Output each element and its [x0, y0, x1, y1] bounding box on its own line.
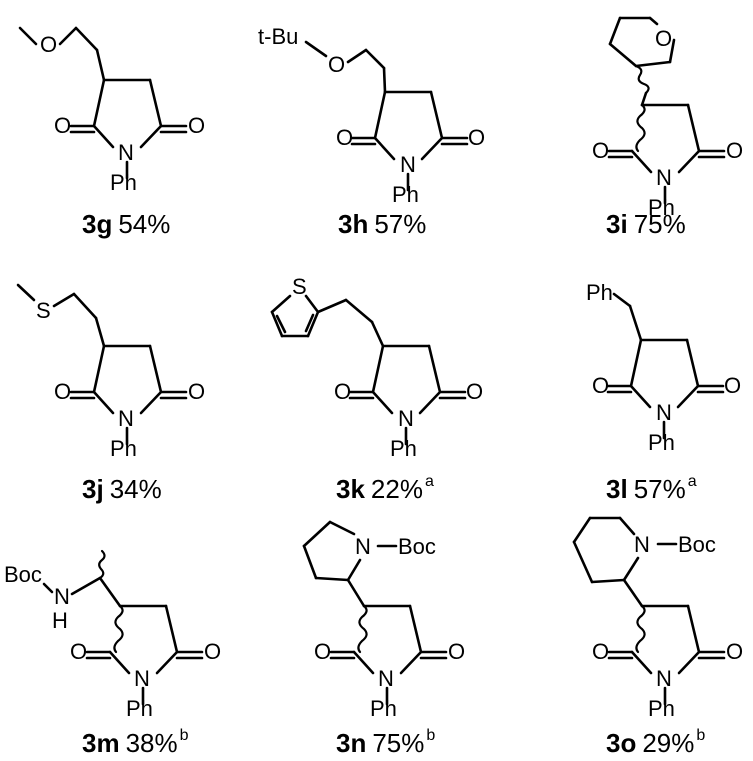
oxygen-atom: O	[726, 138, 743, 163]
sulfur-atom: S	[292, 274, 307, 299]
oxygen-atom: O	[468, 125, 485, 150]
oxygen-atom: O	[592, 373, 609, 398]
oxygen-atom: O	[54, 379, 71, 404]
phenyl-label: Ph	[110, 436, 137, 461]
nitrogen-atom: N	[656, 165, 672, 190]
boc-label: Boc	[4, 562, 42, 587]
oxygen-atom: O	[188, 379, 205, 404]
oxygen-atom: O	[188, 113, 205, 138]
nitrogen-atom: N	[355, 534, 371, 559]
boc-label: Boc	[398, 534, 436, 559]
oxygen-atom: O	[54, 113, 71, 138]
oxygen-atom: O	[70, 639, 87, 664]
oxygen-atom: O	[204, 639, 221, 664]
oxygen-atom: O	[328, 52, 345, 77]
oxygen-atom: O	[448, 639, 465, 664]
phenyl-label: Ph	[586, 280, 613, 305]
oxygen-atom: O	[726, 639, 743, 664]
oxygen-atom: O	[40, 32, 57, 57]
nitrogen-atom: N	[134, 666, 150, 691]
phenyl-label: Ph	[126, 696, 153, 721]
phenyl-label: Ph	[390, 436, 417, 461]
phenyl-label: Ph	[370, 696, 397, 721]
oxygen-atom: O	[334, 379, 351, 404]
phenyl-label: Ph	[648, 696, 675, 721]
tert-butyl-label: t-Bu	[258, 24, 298, 49]
oxygen-atom: O	[336, 125, 353, 150]
phenyl-label: Ph	[392, 182, 419, 207]
phenyl-label: Ph	[648, 430, 675, 455]
oxygen-atom: O	[592, 138, 609, 163]
phenyl-label: Ph	[110, 170, 137, 195]
boc-label: Boc	[678, 532, 716, 557]
nitrogen-atom: N	[656, 400, 672, 425]
nitrogen-atom: N	[656, 666, 672, 691]
nitrogen-atom: N	[118, 140, 134, 165]
oxygen-atom: O	[724, 373, 741, 398]
nitrogen-atom: N	[118, 406, 134, 431]
nitrogen-atom: N	[378, 666, 394, 691]
nitrogen-atom: N	[400, 152, 416, 177]
nitrogen-atom: N	[54, 584, 70, 609]
oxygen-atom: O	[314, 639, 331, 664]
oxygen-atom: O	[466, 379, 483, 404]
nitrogen-atom: N	[398, 406, 414, 431]
sulfur-atom: S	[36, 298, 51, 323]
oxygen-atom: O	[655, 26, 672, 51]
oxygen-atom: O	[592, 639, 609, 664]
hydrogen-atom: H	[52, 608, 68, 633]
nitrogen-atom: N	[634, 532, 650, 557]
phenyl-label: Ph	[648, 195, 675, 220]
